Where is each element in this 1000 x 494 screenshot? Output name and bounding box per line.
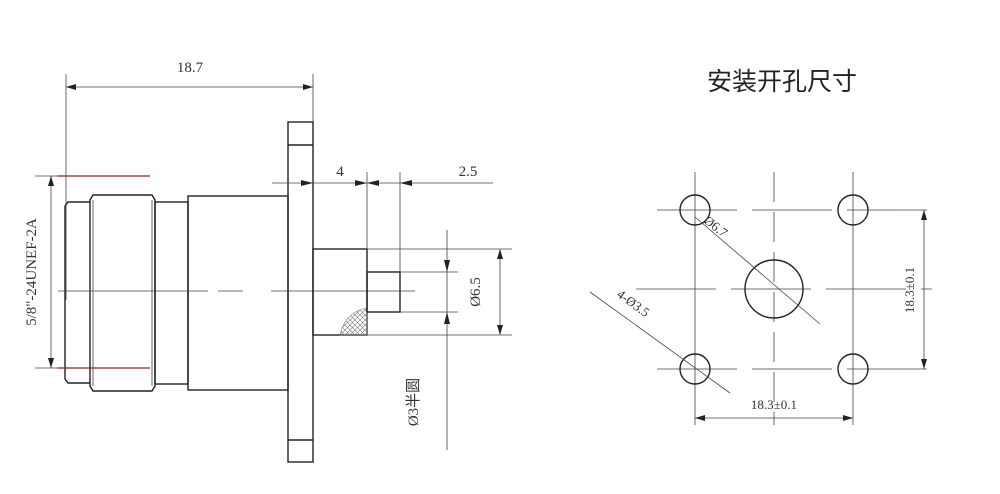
boss-length-label: 4 xyxy=(336,164,344,180)
horizontal-spacing-label: 18.3±0.1 xyxy=(751,397,797,412)
coupling-nut xyxy=(89,194,156,392)
mounting-hole xyxy=(837,194,869,226)
center-pin xyxy=(366,271,401,313)
flange xyxy=(287,121,314,463)
corner-hole-leader xyxy=(589,291,731,394)
center-hole-leader xyxy=(694,216,821,325)
pin-note-label: Ø3半圆 xyxy=(405,378,422,426)
mounting-hole xyxy=(837,353,869,385)
overall-length-label: 18.7 xyxy=(177,60,204,76)
pin-length-label: 2.5 xyxy=(459,164,478,180)
mounting-cutout-view: 安装开孔尺寸 Ø6.7 4-Ø3.5 18.3±0.1 18.3±0.1 xyxy=(589,67,932,425)
body xyxy=(187,195,289,391)
center-hole-label: Ø6.7 xyxy=(701,213,731,241)
thread-spec-label: 5/8"-24UNEF-2A xyxy=(24,218,40,326)
connector-side-view: 18.7 5/8"-24UNEF-2A 4 2.5 xyxy=(24,60,512,463)
boss-diameter-label: Ø6.5 xyxy=(468,277,484,307)
center-hole xyxy=(744,259,804,319)
mounting-hole xyxy=(679,353,711,385)
vertical-spacing-label: 18.3±0.1 xyxy=(902,267,917,313)
neck xyxy=(154,201,189,385)
hatched-section xyxy=(339,307,368,336)
cutout-title: 安装开孔尺寸 xyxy=(707,67,857,96)
corner-holes-label: 4-Ø3.5 xyxy=(614,286,652,320)
front-sleeve xyxy=(64,201,90,384)
mounting-hole xyxy=(679,194,711,226)
